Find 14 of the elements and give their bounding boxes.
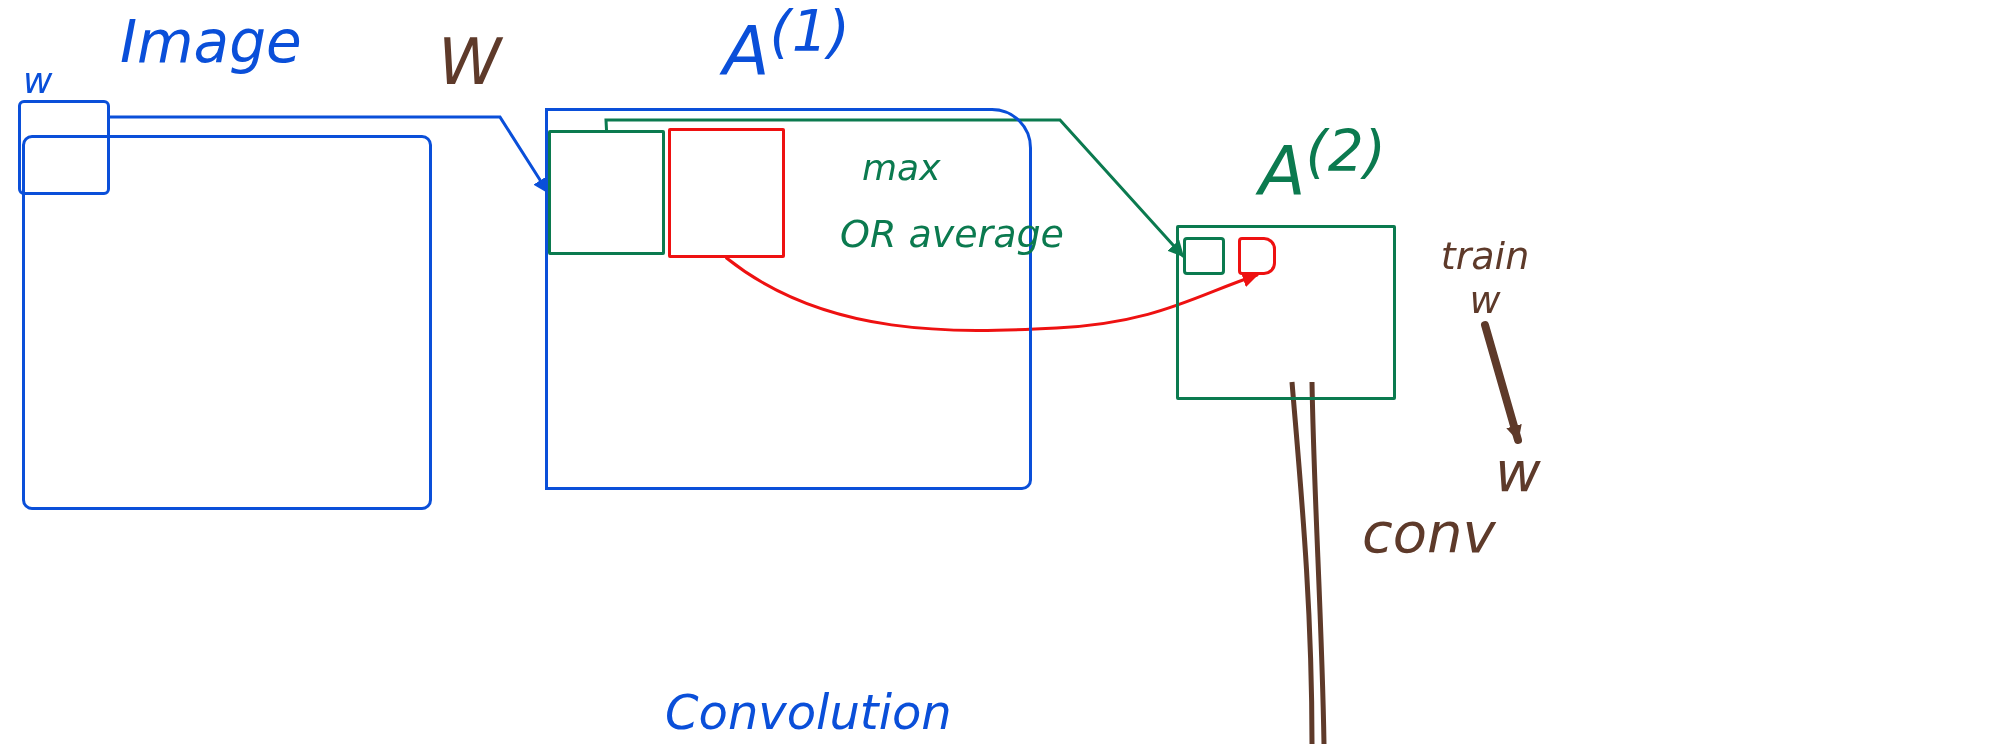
symbol-text: w xyxy=(1478,440,1558,500)
annotation-text: max xyxy=(862,150,941,186)
annotation-text: conv xyxy=(1362,505,1496,561)
cell-box xyxy=(1183,237,1225,275)
window-box xyxy=(548,130,665,255)
cell-box xyxy=(1238,237,1276,275)
arrow xyxy=(725,256,1259,332)
window-box xyxy=(668,128,785,258)
arrow xyxy=(1481,321,1522,444)
caption-text: Convolution xyxy=(665,688,952,736)
filter-label: w xyxy=(23,63,53,99)
note-text: train w xyxy=(1425,235,1545,325)
arrow xyxy=(604,118,1185,258)
symbol-text: W xyxy=(438,30,502,94)
